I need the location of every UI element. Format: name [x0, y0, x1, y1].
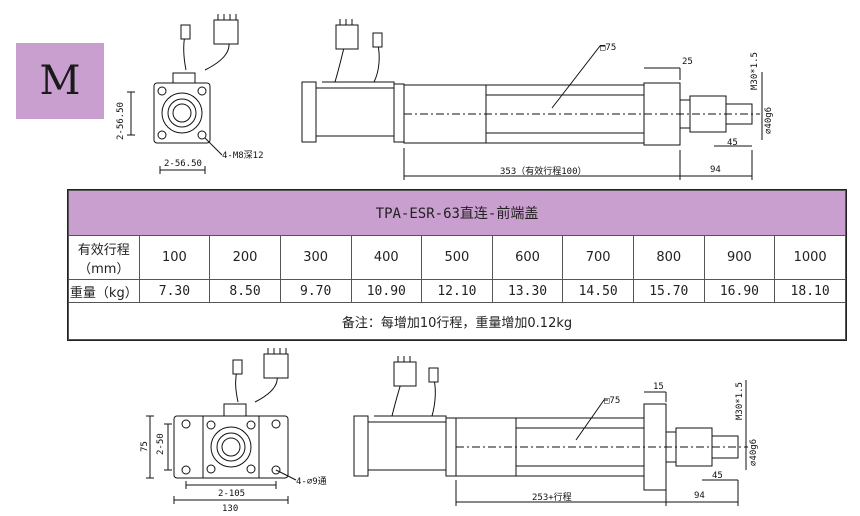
table-title: TPA-ESR-63直连-前端盖 [68, 190, 846, 236]
cell: 18.10 [774, 279, 846, 303]
model-badge: M [16, 43, 104, 119]
row-label: 重量（kg） [68, 279, 140, 303]
table-row-stroke: 有效行程（mm） 100 200 300 400 500 600 700 800… [68, 234, 846, 281]
top-side-square: □75 [600, 43, 616, 53]
cell: 10.90 [350, 279, 423, 303]
top-side-length: 353（有效行程100） [500, 165, 587, 177]
bottom-side-square: □75 [604, 396, 620, 406]
cell: 200 [209, 234, 281, 281]
cell: 600 [491, 234, 564, 281]
bottom-side-length: 253+行程 [532, 491, 572, 503]
top-front-h-dim: 2-56.50 [164, 159, 202, 169]
bottom-drawing: 75 2-50 4-∅9通 2-105 130 □75 15 M30*1.5 ∅… [140, 348, 759, 514]
bottom-side-thread: M30*1.5 [735, 382, 745, 420]
bottom-front-75: 75 [140, 441, 150, 452]
cell: 15.70 [633, 279, 705, 303]
cell: 13.30 [491, 279, 564, 303]
cell: 700 [562, 234, 634, 281]
cell: 14.50 [562, 279, 634, 303]
cell: 400 [350, 234, 423, 281]
cell: 800 [633, 234, 705, 281]
cell: 1000 [774, 234, 846, 281]
cell: 8.50 [209, 279, 281, 303]
top-side-shaft: ∅40g6 [764, 107, 774, 134]
top-drawing: 2-56.50 2-56.50 4-M8深12 □75 25 M30*1.5 ∅… [116, 14, 774, 180]
table-row-weight: 重量（kg） 7.30 8.50 9.70 10.90 12.10 13.30 … [68, 279, 846, 303]
cell: 7.30 [138, 279, 211, 303]
cell: 9.70 [279, 279, 352, 303]
bottom-side-shaft: ∅40g6 [749, 439, 759, 466]
model-badge-label: M [39, 58, 81, 104]
top-side-25: 25 [682, 57, 693, 67]
cell: 12.10 [421, 279, 493, 303]
bottom-front-holes: 4-∅9通 [296, 476, 327, 487]
top-side-94: 94 [710, 165, 721, 175]
table-note: 备注：每增加10行程，重量增加0.12kg [68, 302, 846, 340]
cell: 300 [279, 234, 352, 281]
cell: 16.90 [703, 279, 776, 303]
bottom-side-45: 45 [712, 471, 723, 481]
top-front-v-dim: 2-56.50 [116, 102, 126, 140]
cell: 500 [421, 234, 493, 281]
top-side-45: 45 [727, 138, 738, 148]
bottom-front-v-dim: 2-50 [156, 433, 166, 455]
bottom-side-15: 15 [653, 382, 664, 392]
bottom-front-h1: 2-105 [218, 489, 245, 499]
spec-table: TPA-ESR-63直连-前端盖 有效行程（mm） 100 200 300 40… [67, 189, 847, 341]
top-side-thread: M30*1.5 [750, 52, 760, 90]
bottom-front-h2: 130 [222, 504, 238, 514]
cell: 100 [138, 234, 211, 281]
top-front-holes: 4-M8深12 [222, 150, 264, 161]
cell: 900 [703, 234, 776, 281]
row-label: 有效行程（mm） [68, 234, 140, 281]
bottom-side-94: 94 [694, 491, 705, 501]
